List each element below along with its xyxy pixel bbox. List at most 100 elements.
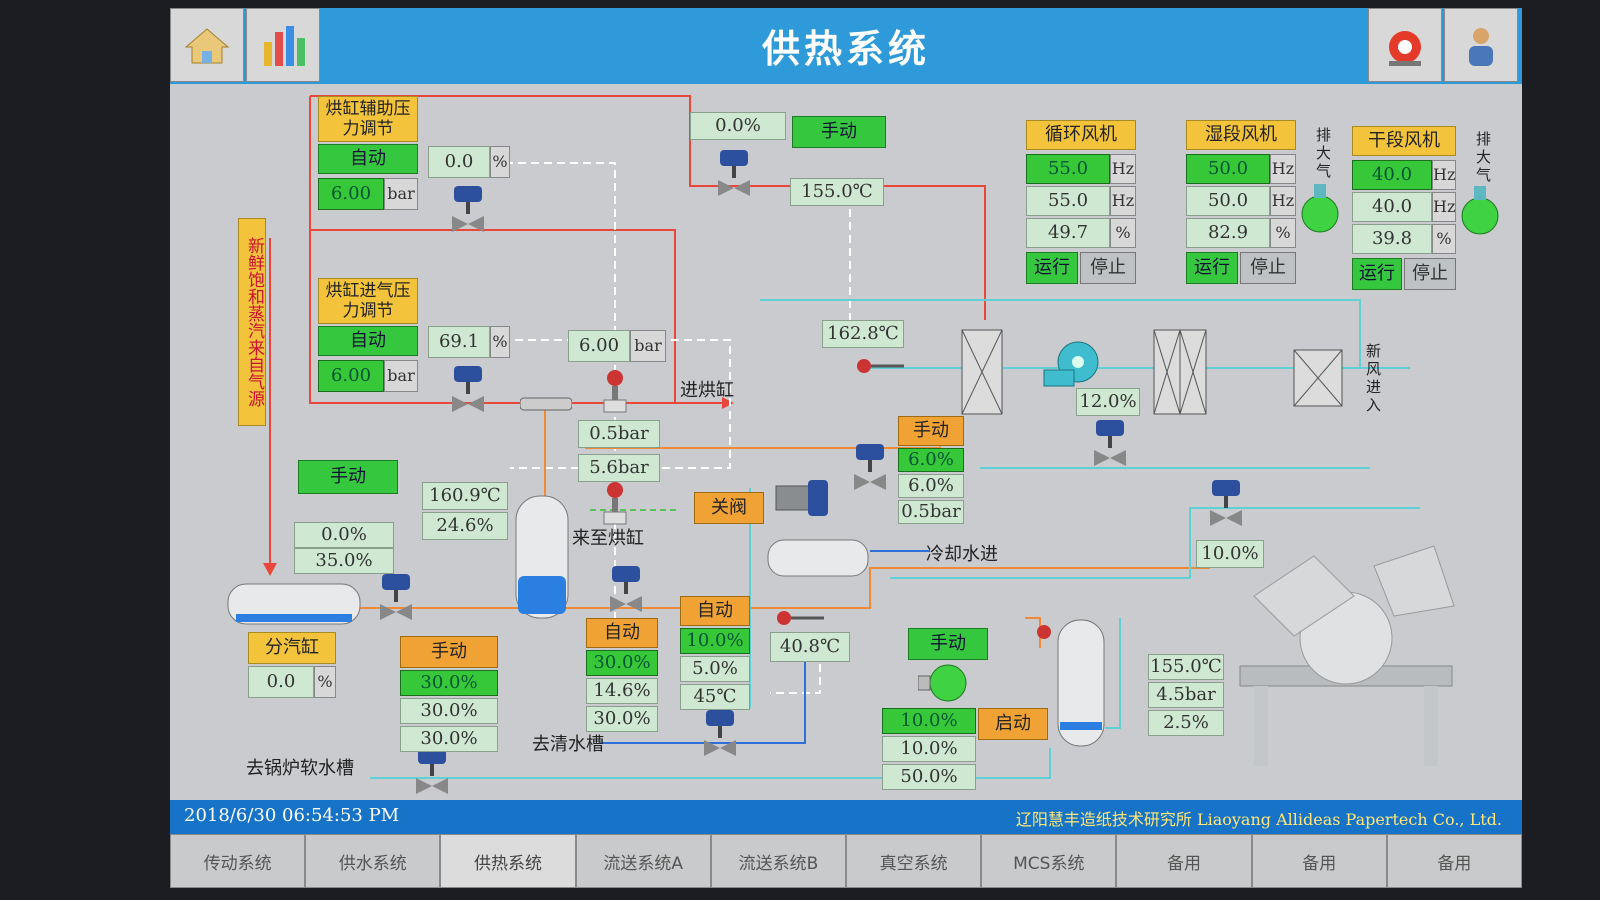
left-manual-button[interactable]: 手动 <box>298 460 398 494</box>
inlet-pressure-title: 烘缸进气压力调节 <box>318 278 418 324</box>
home-icon <box>184 28 230 64</box>
header-tank-value: 0.0 <box>248 666 314 698</box>
top-valve-mode-button[interactable]: 手动 <box>792 116 886 148</box>
valve-icon[interactable] <box>1090 418 1130 466</box>
pump-value-1[interactable]: 10.0% <box>882 708 976 734</box>
tab-water-supply[interactable]: 供水系统 <box>305 834 441 888</box>
fan-unit: % <box>1270 218 1296 248</box>
alarm-button[interactable] <box>1368 8 1442 82</box>
tab-spare-2[interactable]: 备用 <box>1251 834 1387 888</box>
close-valve-button[interactable]: 关阀 <box>694 492 764 524</box>
bottom-manual-value-1[interactable]: 30.0% <box>400 670 498 696</box>
bottom-manual-button[interactable]: 手动 <box>400 636 498 668</box>
pump-start-button[interactable]: 启动 <box>978 708 1048 740</box>
company-name: 辽阳慧丰造纸技术研究所 Liaoyang Allideas Papertech … <box>1015 810 1502 829</box>
cooling-water-label: 冷却水进 <box>926 544 998 565</box>
valve-icon[interactable] <box>700 708 740 756</box>
fan-run-button[interactable]: 运行 <box>1352 258 1402 290</box>
tab-spare-1[interactable]: 备用 <box>1116 834 1252 888</box>
pump-manual-button[interactable]: 手动 <box>908 628 988 660</box>
title-bar: 供热系统 <box>170 8 1522 84</box>
fan-setpoint[interactable]: 50.0 <box>1186 154 1270 184</box>
fan-panel-circulation: 循环风机 55.0 Hz 55.0 Hz 49.7 % 运行 停止 <box>1026 120 1138 290</box>
valve-icon[interactable] <box>850 442 890 490</box>
fan-panel-dry: 干段风机 40.0 Hz 40.0 Hz 39.8 % 运行 停止 <box>1352 126 1458 296</box>
tab-heating[interactable]: 供热系统 <box>440 834 576 888</box>
damper-icon <box>1293 349 1343 407</box>
fan-run-button[interactable]: 运行 <box>1026 252 1078 284</box>
condensate-temp-readout: 40.8℃ <box>770 632 850 662</box>
auto-b-button[interactable]: 自动 <box>680 596 750 626</box>
tab-spare-3[interactable]: 备用 <box>1386 834 1522 888</box>
user-icon <box>1469 28 1493 66</box>
aux-setpoint-unit: bar <box>384 178 418 210</box>
aux-output: 0.0 <box>428 146 490 178</box>
header-tank-label: 分汽缸 <box>248 632 336 664</box>
valve-icon[interactable] <box>714 148 754 196</box>
fan-stop-button[interactable]: 停止 <box>1080 252 1136 284</box>
tab-drive[interactable]: 传动系统 <box>170 834 306 888</box>
alarm-icon <box>1389 31 1421 66</box>
fan-unit: Hz <box>1432 160 1456 190</box>
auto-a-button[interactable]: 自动 <box>586 618 658 648</box>
fan-setpoint[interactable]: 40.0 <box>1352 160 1432 190</box>
tab-vacuum[interactable]: 真空系统 <box>846 834 982 888</box>
home-button[interactable] <box>170 8 244 82</box>
steam-source-label: 新鲜饱和蒸汽来自气源 <box>238 218 266 426</box>
fan-stop-button[interactable]: 停止 <box>1240 252 1296 284</box>
fan-run-button[interactable]: 运行 <box>1186 252 1238 284</box>
mid-manual-value-1[interactable]: 6.0% <box>898 448 964 472</box>
valve-icon[interactable] <box>412 746 452 794</box>
pipe-diagram <box>263 95 1420 779</box>
header-tank-unit: % <box>314 666 336 698</box>
fan-unit: Hz <box>1110 154 1136 184</box>
heat-exchanger-pump-icon <box>775 480 828 516</box>
trend-button[interactable] <box>246 8 320 82</box>
valve-icon[interactable] <box>448 184 488 232</box>
condenser-icon <box>767 539 869 577</box>
fan-setpoint[interactable]: 55.0 <box>1026 154 1110 184</box>
tab-approach-b[interactable]: 流送系统B <box>710 834 847 888</box>
fan-unit: % <box>1110 218 1136 248</box>
valve-icon[interactable] <box>448 364 488 412</box>
user-button[interactable] <box>1444 8 1518 82</box>
aux-setpoint[interactable]: 6.00 <box>318 178 384 210</box>
air-heater-icon <box>961 329 1003 415</box>
auto-a-value-1[interactable]: 30.0% <box>586 650 658 676</box>
pressure-readout-2: 5.6bar <box>578 454 660 482</box>
pump-icon[interactable] <box>918 662 978 704</box>
aux-output-unit: % <box>490 146 510 178</box>
auto-a-value-3: 30.0% <box>586 706 658 732</box>
valve-icon[interactable] <box>1206 478 1246 526</box>
aux-mode-button[interactable]: 自动 <box>318 144 418 174</box>
auto-b-value-2: 5.0% <box>680 656 750 682</box>
page-title: 供热系统 <box>761 27 930 71</box>
inlet-mode-button[interactable]: 自动 <box>318 326 418 356</box>
fan-feedback: 55.0 <box>1026 186 1110 216</box>
fan-title: 循环风机 <box>1026 120 1136 150</box>
tab-approach-a[interactable]: 流送系统A <box>575 834 711 888</box>
fan-unit: Hz <box>1270 154 1296 184</box>
exhaust-fan-icon <box>1461 186 1499 235</box>
top-valve-output: 0.0% <box>690 112 786 140</box>
tab-mcs[interactable]: MCS系统 <box>981 834 1117 888</box>
dryer-valve-readout: 2.5% <box>1148 710 1224 736</box>
valve-icon[interactable] <box>606 564 646 612</box>
fan-load: 82.9 <box>1186 218 1270 248</box>
main-temp-readout: 160.9℃ <box>422 482 508 510</box>
hmi-screen: 供热系统 新鲜饱和蒸汽来自气源 烘缸辅助压力调节 自动 6.00 bar 0.0… <box>170 8 1522 888</box>
mid-manual-button[interactable]: 手动 <box>898 416 964 446</box>
flow-meter-icon <box>520 397 572 411</box>
fan-output-readout: 12.0% <box>1076 388 1140 416</box>
filter-icon <box>1153 329 1207 415</box>
exhaust-label-1: 排大气 <box>1316 126 1332 180</box>
valve-icon[interactable] <box>376 572 416 620</box>
auto-b-value-1[interactable]: 10.0% <box>680 628 750 654</box>
inlet-setpoint[interactable]: 6.00 <box>318 360 384 392</box>
from-dryer-label: 来至烘缸 <box>572 528 644 549</box>
fan-stop-button[interactable]: 停止 <box>1404 258 1456 290</box>
fan-load: 49.7 <box>1026 218 1110 248</box>
dryer-hood-icon <box>1239 545 1455 766</box>
bar-chart-icon <box>264 26 305 66</box>
auto-b-value-3: 45℃ <box>680 684 750 710</box>
